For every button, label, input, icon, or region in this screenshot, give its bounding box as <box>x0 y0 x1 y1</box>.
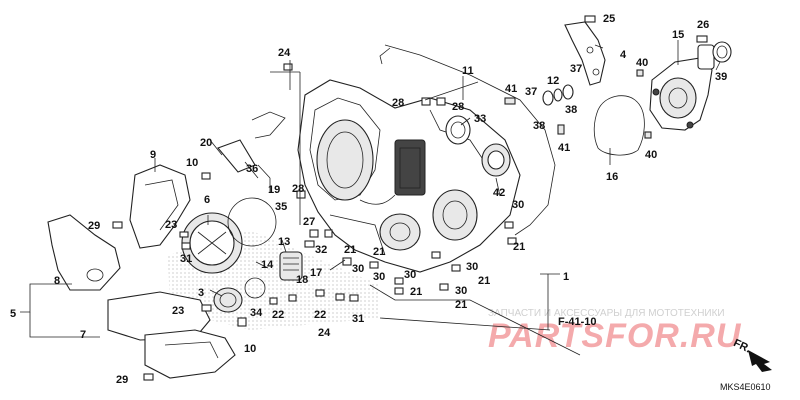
lower-guard <box>107 291 211 341</box>
callout-40-13: 40 <box>645 149 657 161</box>
callout-22-44: 22 <box>272 309 284 321</box>
callout-11-17: 11 <box>462 65 474 77</box>
callout-5-39: 5 <box>10 308 16 320</box>
callout-21-56: 21 <box>478 275 490 287</box>
callout-16-14: 16 <box>606 171 618 183</box>
skid-plate <box>144 329 236 379</box>
callout-38-11: 38 <box>533 120 545 132</box>
callout-21-51: 21 <box>344 244 356 256</box>
section-reference: F-41-10 <box>558 316 597 328</box>
callout-41-12: 41 <box>558 142 570 154</box>
callout-1-61: 1 <box>563 271 569 283</box>
watermark-subtitle: ЗАПЧАСТИ И АКСЕССУАРЫ ДЛЯ МОТОТЕХНИКИ <box>488 308 725 319</box>
callout-40-4: 40 <box>636 57 648 69</box>
callout-31-49: 31 <box>352 313 364 325</box>
callout-36-21: 36 <box>246 163 258 175</box>
callout-10-47: 10 <box>244 343 256 355</box>
callout-24-20: 24 <box>278 47 291 59</box>
large-o-ring <box>227 197 277 247</box>
callout-23-30: 23 <box>165 219 177 231</box>
callout-20-23: 20 <box>200 137 212 149</box>
cover-gasket <box>384 44 556 236</box>
callout-23-42: 23 <box>172 305 184 317</box>
bearing <box>481 143 511 177</box>
callout-39-5: 39 <box>715 71 727 83</box>
callout-18-37: 18 <box>296 274 308 286</box>
callout-30-62: 30 <box>373 271 385 283</box>
bracket <box>564 21 606 86</box>
pump-gasket <box>593 95 645 156</box>
callout-41-6: 41 <box>505 83 517 95</box>
watermark-logo: PARTSFOR.RU <box>488 317 742 355</box>
callout-29-48: 29 <box>116 374 128 386</box>
callout-30-53: 30 <box>404 269 416 281</box>
callout-28-28: 28 <box>292 183 304 195</box>
callout-29-32: 29 <box>88 220 100 232</box>
callout-21-54: 21 <box>410 286 422 298</box>
callout-21-58: 21 <box>455 299 467 311</box>
callout-24-46: 24 <box>318 327 331 339</box>
protective-sheet <box>47 214 121 291</box>
callout-3-41: 3 <box>198 287 204 299</box>
callout-7-40: 7 <box>80 329 86 341</box>
callout-13-33: 13 <box>278 236 290 248</box>
callout-14-35: 14 <box>261 259 274 271</box>
callout-28-18: 28 <box>392 97 404 109</box>
callout-21-52: 21 <box>373 246 385 258</box>
seal-ring <box>542 90 554 106</box>
callout-37-7: 37 <box>570 63 582 75</box>
callout-9-25: 9 <box>150 149 156 161</box>
callout-6-26: 6 <box>204 194 210 206</box>
leader-lines <box>20 40 721 356</box>
callout-19-22: 19 <box>268 184 280 196</box>
callout-31-31: 31 <box>180 253 192 265</box>
callout-34-43: 34 <box>250 307 263 319</box>
callout-30-55: 30 <box>466 261 478 273</box>
small-o-ring <box>244 277 266 299</box>
callout-25-0: 25 <box>603 13 615 25</box>
o-ring <box>712 41 732 63</box>
callout-30-57: 30 <box>455 285 467 297</box>
callout-26-1: 26 <box>697 19 709 31</box>
callout-32-34: 32 <box>315 244 327 256</box>
callout-22-45: 22 <box>314 309 326 321</box>
callout-17-36: 17 <box>310 267 322 279</box>
callout-38-10: 38 <box>565 104 577 116</box>
crankcase-cover <box>297 79 521 273</box>
oil-filter <box>279 251 303 281</box>
oil-seal <box>445 115 471 145</box>
diagram-code: MKS4E0610 <box>720 382 771 392</box>
callout-8-38: 8 <box>54 275 60 287</box>
callout-35-27: 35 <box>275 201 287 213</box>
filler-cap <box>213 287 243 313</box>
callout-4-2: 4 <box>620 49 627 61</box>
callout-42-16: 42 <box>493 187 505 199</box>
callout-27-29: 27 <box>303 216 315 228</box>
callout-33-15: 33 <box>474 113 486 125</box>
cable-bracket <box>217 139 256 173</box>
callout-12-8: 12 <box>547 75 559 87</box>
callout-10-24: 10 <box>186 157 198 169</box>
watermark: ЗАПЧАСТИ И АКСЕССУАРЫ ДЛЯ МОТОТЕХНИКИ PA… <box>488 308 742 355</box>
callout-30-59: 30 <box>512 199 524 211</box>
clutch-guard <box>129 164 191 249</box>
callout-28-19: 28 <box>452 101 464 113</box>
round-cover <box>181 212 243 274</box>
bolts <box>112 15 708 381</box>
water-pump <box>649 44 715 131</box>
callout-30-50: 30 <box>352 263 364 275</box>
callout-15-3: 15 <box>672 29 684 41</box>
callout-37-9: 37 <box>525 86 537 98</box>
callout-21-60: 21 <box>513 241 525 253</box>
